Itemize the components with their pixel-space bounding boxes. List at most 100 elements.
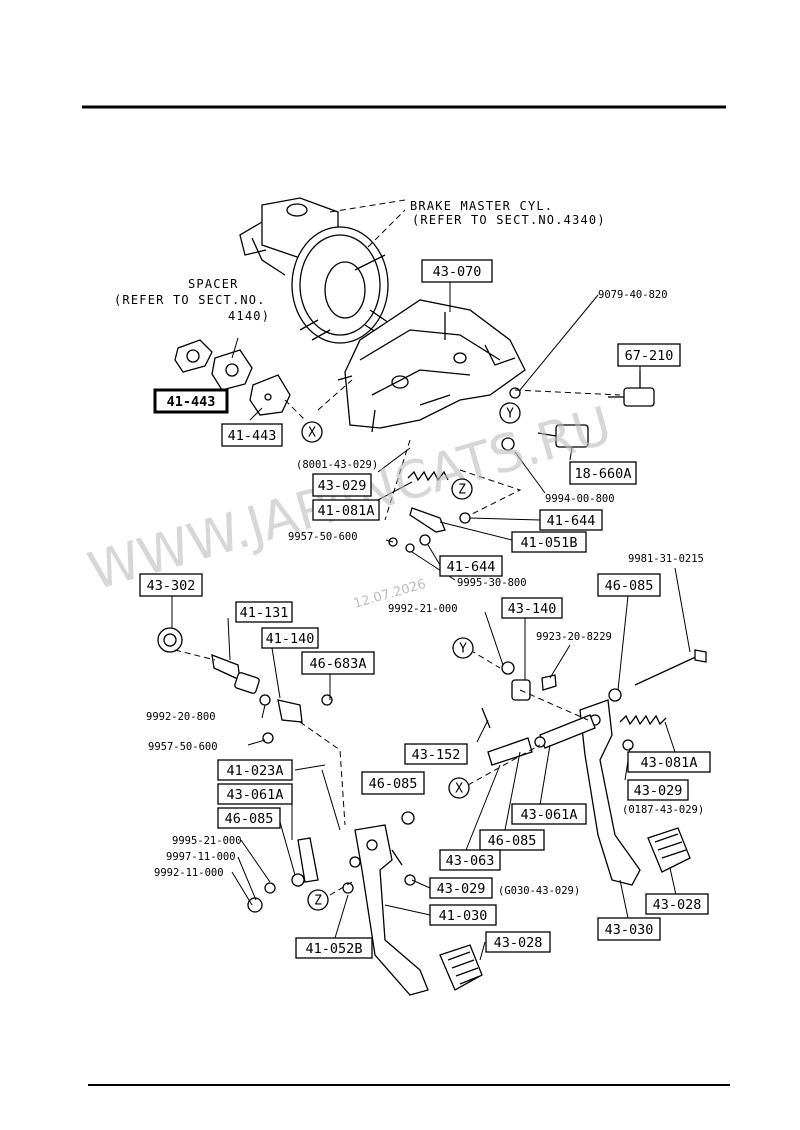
- marker-y: Y: [499, 402, 521, 424]
- callout-box: [645, 893, 709, 915]
- callout-label: 46-085: [605, 578, 654, 594]
- callout-box: [153, 388, 229, 414]
- callout-41-443: 41-443: [221, 423, 283, 447]
- callout--0187-43-029-: (0187-43-029): [622, 804, 704, 816]
- callout-43-081a: 43-081A: [627, 751, 711, 773]
- callout-label: (8001-43-029): [296, 459, 378, 471]
- callout-label: 41-443: [228, 428, 277, 444]
- callout-label: 43-028: [494, 935, 543, 951]
- callout-box: [221, 423, 283, 447]
- callout-label: 43-063: [446, 853, 495, 869]
- callout-43-063: 43-063: [439, 849, 501, 871]
- callout-box: [312, 473, 372, 497]
- callout-label: 43-081A: [641, 755, 698, 771]
- callout-box: [539, 509, 603, 531]
- callout-41-052b: 41-052B: [295, 937, 373, 959]
- callout-label: 43-302: [147, 578, 196, 594]
- callout-label: 9992-20-800: [146, 711, 216, 723]
- spacer-note-line1: SPACER: [188, 277, 239, 291]
- callout-box: [617, 343, 681, 367]
- callout-label: 43-061A: [227, 787, 284, 803]
- callout-43-030: 43-030: [597, 917, 661, 941]
- callout-label: 9957-50-600: [288, 531, 358, 543]
- callout-9994-00-800: 9994-00-800: [545, 493, 615, 505]
- callout-9995-21-000: 9995-21-000: [172, 835, 242, 847]
- callout-label: 43-070: [433, 264, 482, 280]
- callout-label: 43-152: [412, 747, 461, 763]
- marker-circle: [301, 421, 323, 443]
- callout-label: 9981-31-0215: [628, 553, 704, 565]
- callout-9957-50-600: 9957-50-600: [148, 741, 218, 753]
- callout-43-140: 43-140: [501, 597, 563, 619]
- callout-label: 43-029: [318, 478, 367, 494]
- callout-41-081a: 41-081A: [312, 499, 380, 521]
- callout-box: [627, 779, 689, 801]
- brake-pedal-drawing: [401, 649, 707, 886]
- callout-9981-31-0215: 9981-31-0215: [628, 553, 704, 565]
- callout-label: 41-052B: [306, 941, 363, 957]
- callout-43-061a: 43-061A: [511, 803, 587, 825]
- pedal-bracket-drawing: [337, 299, 526, 433]
- callout-label: 41-023A: [227, 763, 284, 779]
- callout-label: 41-081A: [318, 503, 375, 519]
- callout-label: 41-030: [439, 908, 488, 924]
- callout-9923-20-8229: 9923-20-8229: [536, 631, 612, 643]
- callout-box: [439, 555, 503, 577]
- spacer-gaskets-drawing: [174, 339, 291, 416]
- callout-label: 46-085: [369, 776, 418, 792]
- callout-box: [217, 807, 281, 829]
- marker-z: Z: [451, 478, 473, 500]
- callout-label: 43-029: [437, 881, 486, 897]
- callout-label: 18-660A: [575, 466, 632, 482]
- callout-box: [235, 601, 293, 623]
- callout-label: 9923-20-8229: [536, 631, 612, 643]
- callout-9992-11-000: 9992-11-000: [154, 867, 224, 879]
- callout-label: 46-085: [225, 811, 274, 827]
- callout-label: 43-030: [605, 922, 654, 938]
- callout-46-085: 46-085: [217, 807, 281, 829]
- marker-x: X: [448, 777, 470, 799]
- leader-lines: [171, 278, 691, 961]
- marker-letter: Y: [506, 407, 514, 422]
- callout-41-140: 41-140: [261, 627, 319, 649]
- callout-box: [217, 783, 293, 805]
- callout-label: 43-061A: [521, 807, 578, 823]
- callout-label: (G030-43-029): [498, 885, 580, 897]
- part-number-callouts: 43-0709079-40-82067-21041-44341-443(8001…: [139, 259, 711, 959]
- callout-label: 9995-21-000: [172, 835, 242, 847]
- callout-box: [429, 904, 497, 926]
- callout-box: [485, 931, 551, 953]
- callout-box: [479, 829, 545, 851]
- callout-41-051b: 41-051B: [511, 531, 587, 553]
- brake-master-note-line1: BRAKE MASTER CYL.: [410, 199, 553, 213]
- callout-43-061a: 43-061A: [217, 783, 293, 805]
- callout-43-029: 43-029: [627, 779, 689, 801]
- callout-label: 43-140: [508, 601, 557, 617]
- callout-label: 46-683A: [310, 656, 367, 672]
- callout-label: 9992-11-000: [154, 867, 224, 879]
- callout-43-302: 43-302: [139, 573, 203, 597]
- marker-circle: [499, 402, 521, 424]
- callout-9957-50-600: 9957-50-600: [288, 531, 358, 543]
- pivot-lever-drawing: [388, 507, 471, 553]
- callout-box: [597, 573, 661, 597]
- callout--g030-43-029-: (G030-43-029): [498, 885, 580, 897]
- callout-box: [429, 877, 493, 899]
- callout-box: [312, 499, 380, 521]
- marker-y: Y: [452, 637, 474, 659]
- marker-circle: [307, 889, 329, 911]
- callout-label: 9992-21-000: [388, 603, 458, 615]
- brake-booster-drawing: [239, 197, 393, 344]
- callout-label: 46-085: [488, 833, 537, 849]
- clutch-pedal-drawing: [247, 824, 483, 996]
- callout-box: [439, 849, 501, 871]
- callout-label: 9995-30-800: [457, 577, 527, 589]
- callout-46-085: 46-085: [597, 573, 661, 597]
- marker-letter: Z: [458, 483, 466, 498]
- stop-light-switch-drawing: [608, 370, 655, 407]
- callout-9992-21-000: 9992-21-000: [388, 603, 458, 615]
- callout-label: (0187-43-029): [622, 804, 704, 816]
- callout-label: 9079-40-820: [598, 289, 668, 301]
